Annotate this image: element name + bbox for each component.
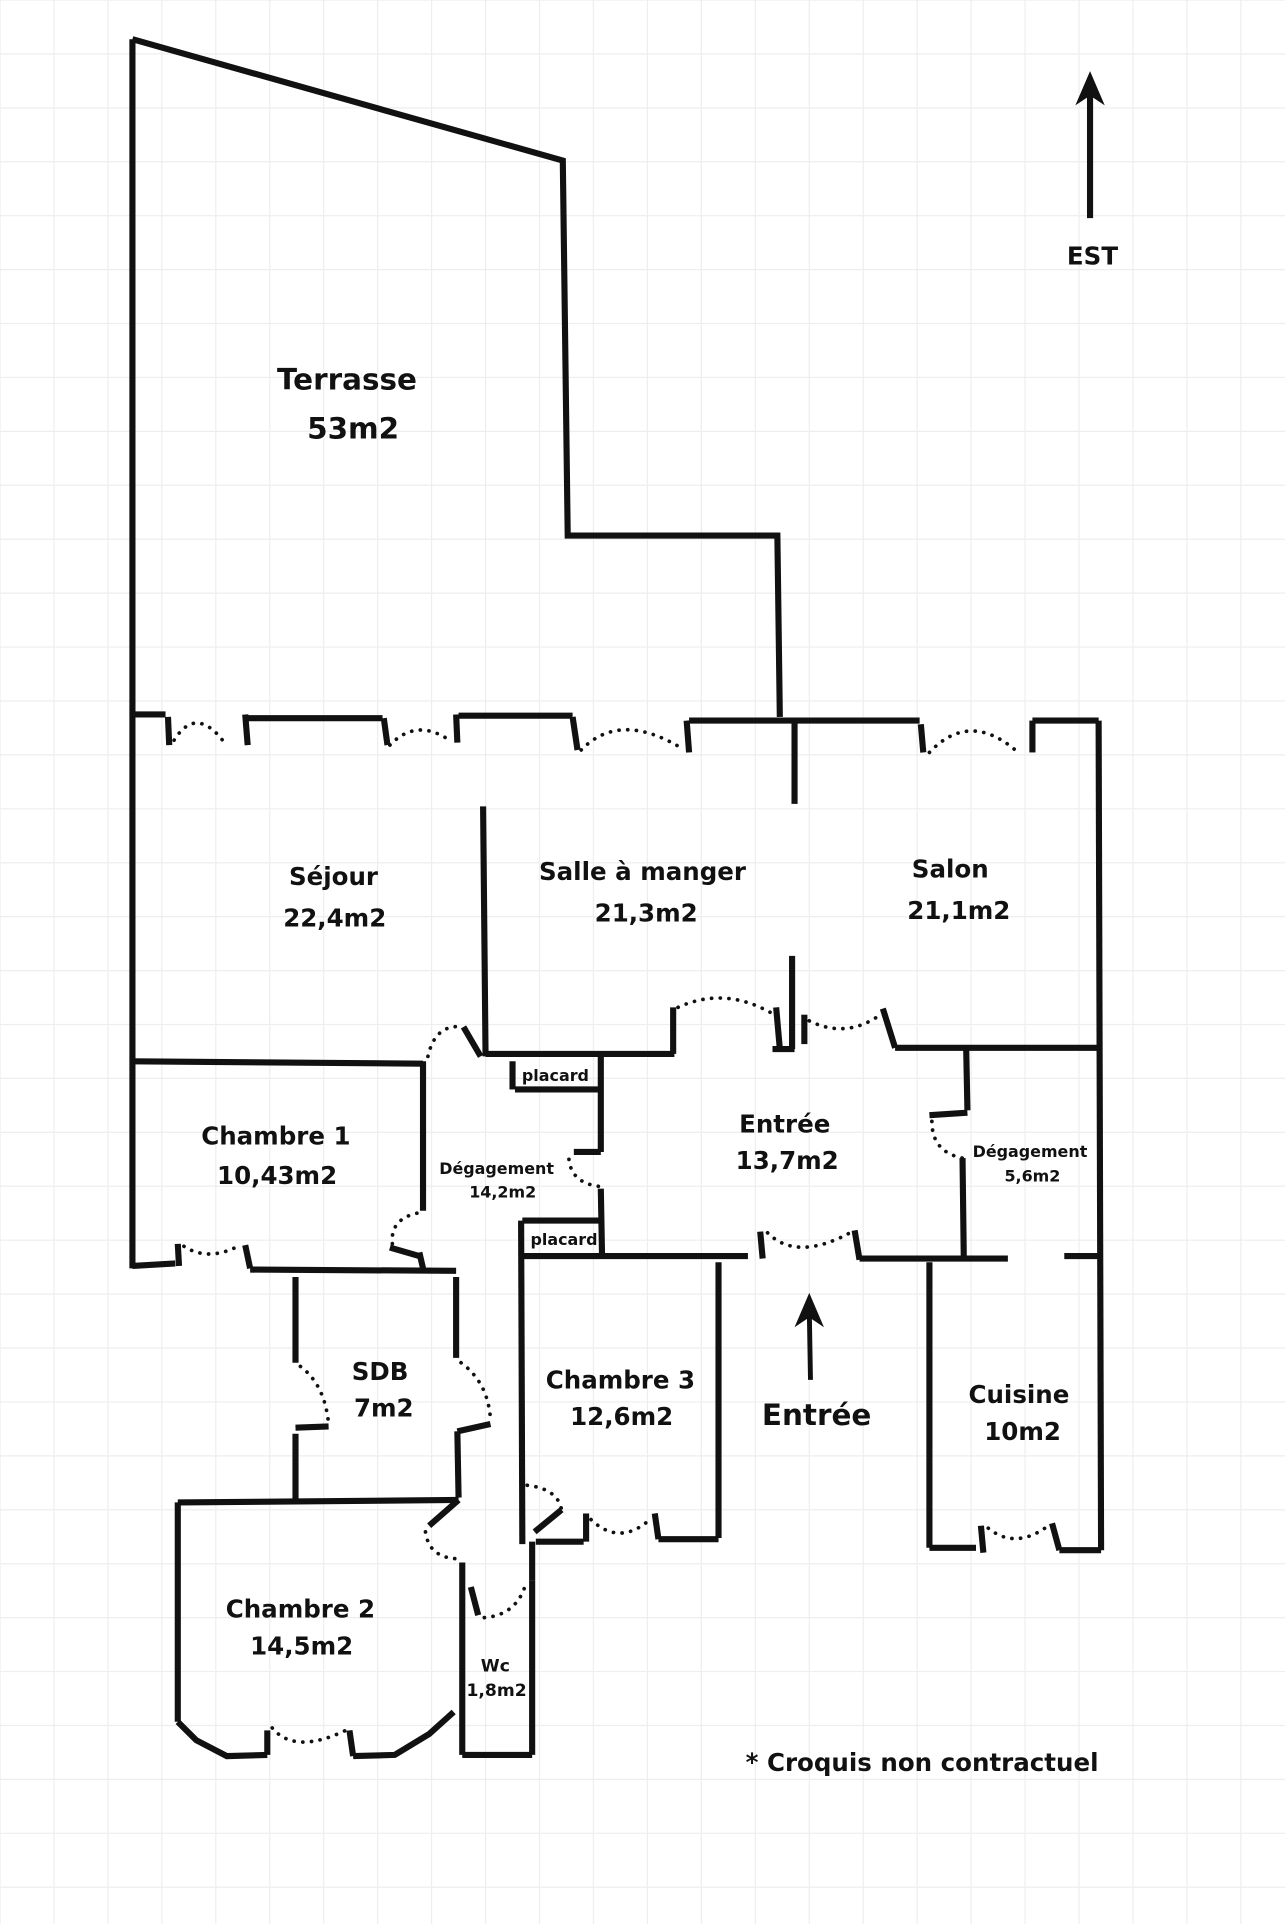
terrasse-walls xyxy=(129,36,783,1269)
room-name-salle-a-manger: Salle à manger xyxy=(539,857,747,886)
room-name-cuisine: Cuisine xyxy=(968,1380,1069,1409)
room-name-entree: Entrée xyxy=(739,1109,830,1138)
room-area-chambre3: 12,6m2 xyxy=(570,1402,673,1431)
room-name-degagement1: Dégagement xyxy=(439,1159,554,1178)
room-area-chambre1: 10,43m2 xyxy=(217,1161,337,1190)
room-name-sejour: Séjour xyxy=(289,862,379,891)
room-area-terrasse: 53m2 xyxy=(307,412,399,446)
compass-arrow-icon xyxy=(1075,71,1105,219)
room-area-degagement1: 14,2m2 xyxy=(469,1182,536,1201)
room-area-chambre2: 14,5m2 xyxy=(250,1631,353,1660)
room-area-entree: 13,7m2 xyxy=(736,1146,839,1175)
room-area-wc: 1,8m2 xyxy=(466,1681,526,1701)
compass-label: EST xyxy=(1067,242,1118,271)
living-walls xyxy=(132,806,1099,1067)
bedroom-walls xyxy=(132,1056,748,1545)
entrance-arrow-icon xyxy=(794,1292,824,1380)
room-area-sejour: 22,4m2 xyxy=(283,903,386,932)
room-area-cuisine: 10m2 xyxy=(984,1417,1061,1446)
facade-top xyxy=(132,711,1105,1551)
room-name-degagement2: Dégagement xyxy=(973,1142,1088,1161)
entry-walls xyxy=(715,1048,1102,1554)
room-area-degagement2: 5,6m2 xyxy=(1004,1166,1060,1185)
disclaimer-note: * Croquis non contractuel xyxy=(746,1748,1099,1777)
placard-label-2: placard xyxy=(531,1230,598,1249)
chambre2-walls xyxy=(174,1496,536,1760)
entrance-label: Entrée xyxy=(762,1398,872,1432)
room-name-chambre2: Chambre 2 xyxy=(226,1595,375,1624)
room-area-salon: 21,1m2 xyxy=(907,896,1010,925)
room-name-salon: Salon xyxy=(912,854,989,883)
placard-label-1: placard xyxy=(522,1066,589,1085)
room-name-chambre3: Chambre 3 xyxy=(546,1365,695,1394)
room-name-chambre1: Chambre 1 xyxy=(201,1122,350,1151)
room-name-terrasse: Terrasse xyxy=(277,363,417,397)
room-area-salle-a-manger: 21,3m2 xyxy=(595,899,698,928)
sdb-walls xyxy=(292,1276,719,1545)
room-name-sdb: SDB xyxy=(352,1357,409,1386)
room-name-wc: Wc xyxy=(481,1657,510,1677)
room-area-sdb: 7m2 xyxy=(354,1394,414,1423)
